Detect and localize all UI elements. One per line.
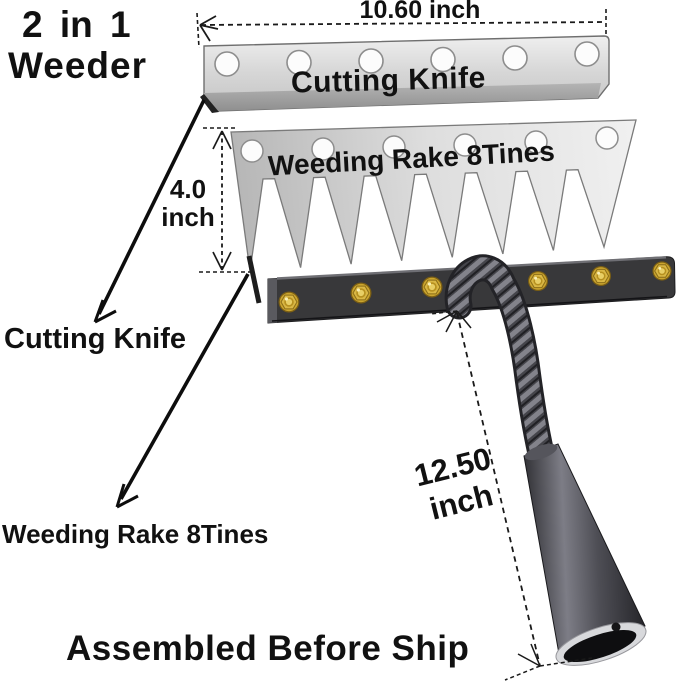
weeding-rake-callout: Weeding Rake 8Tines <box>2 519 269 549</box>
bolt <box>591 266 611 286</box>
arrow-start-icon <box>429 310 472 333</box>
arrow-end-icon <box>504 643 593 681</box>
product-title-line2: Weeder <box>8 45 147 86</box>
product-title-line1: 2 in 1 <box>22 4 131 45</box>
knife-width-label: 10.60 inch <box>359 0 481 24</box>
bolt <box>528 271 548 291</box>
arrow-up-icon <box>212 130 232 150</box>
weeding-rake-plate <box>230 119 637 304</box>
handle <box>444 254 647 666</box>
cutting-knife-plate <box>200 35 610 113</box>
rake-height-value: 4.0 <box>169 174 207 204</box>
grip-opening <box>563 629 637 663</box>
knife-width-dimension <box>196 9 607 49</box>
handle-length-dimension <box>429 310 593 681</box>
handle-shaft <box>447 257 554 473</box>
cutting-knife-callout: Cutting Knife <box>4 323 187 355</box>
knife-holes <box>214 41 600 77</box>
rake-height-label: 4.0 inch <box>156 175 220 231</box>
knife-callout-leader <box>93 99 206 324</box>
bolt <box>652 261 672 281</box>
bar-end-cap <box>268 278 277 323</box>
rake-height-dimension <box>199 127 252 273</box>
blade-edge-shadow <box>200 94 219 113</box>
footer-note: Assembled Before Ship <box>66 629 470 668</box>
bolt <box>350 282 372 304</box>
arrow-down-icon <box>212 251 232 271</box>
cutting-knife-plate-label: Cutting Knife <box>290 61 487 100</box>
rake-callout-leader <box>115 273 250 509</box>
grip-hole <box>611 622 621 632</box>
tine-tip-shadow <box>246 255 262 304</box>
bolt <box>278 291 300 313</box>
rake-height-unit: inch <box>161 202 215 233</box>
bolt <box>421 276 443 298</box>
arrow-left-icon <box>199 15 219 42</box>
rake-holes <box>240 126 619 163</box>
